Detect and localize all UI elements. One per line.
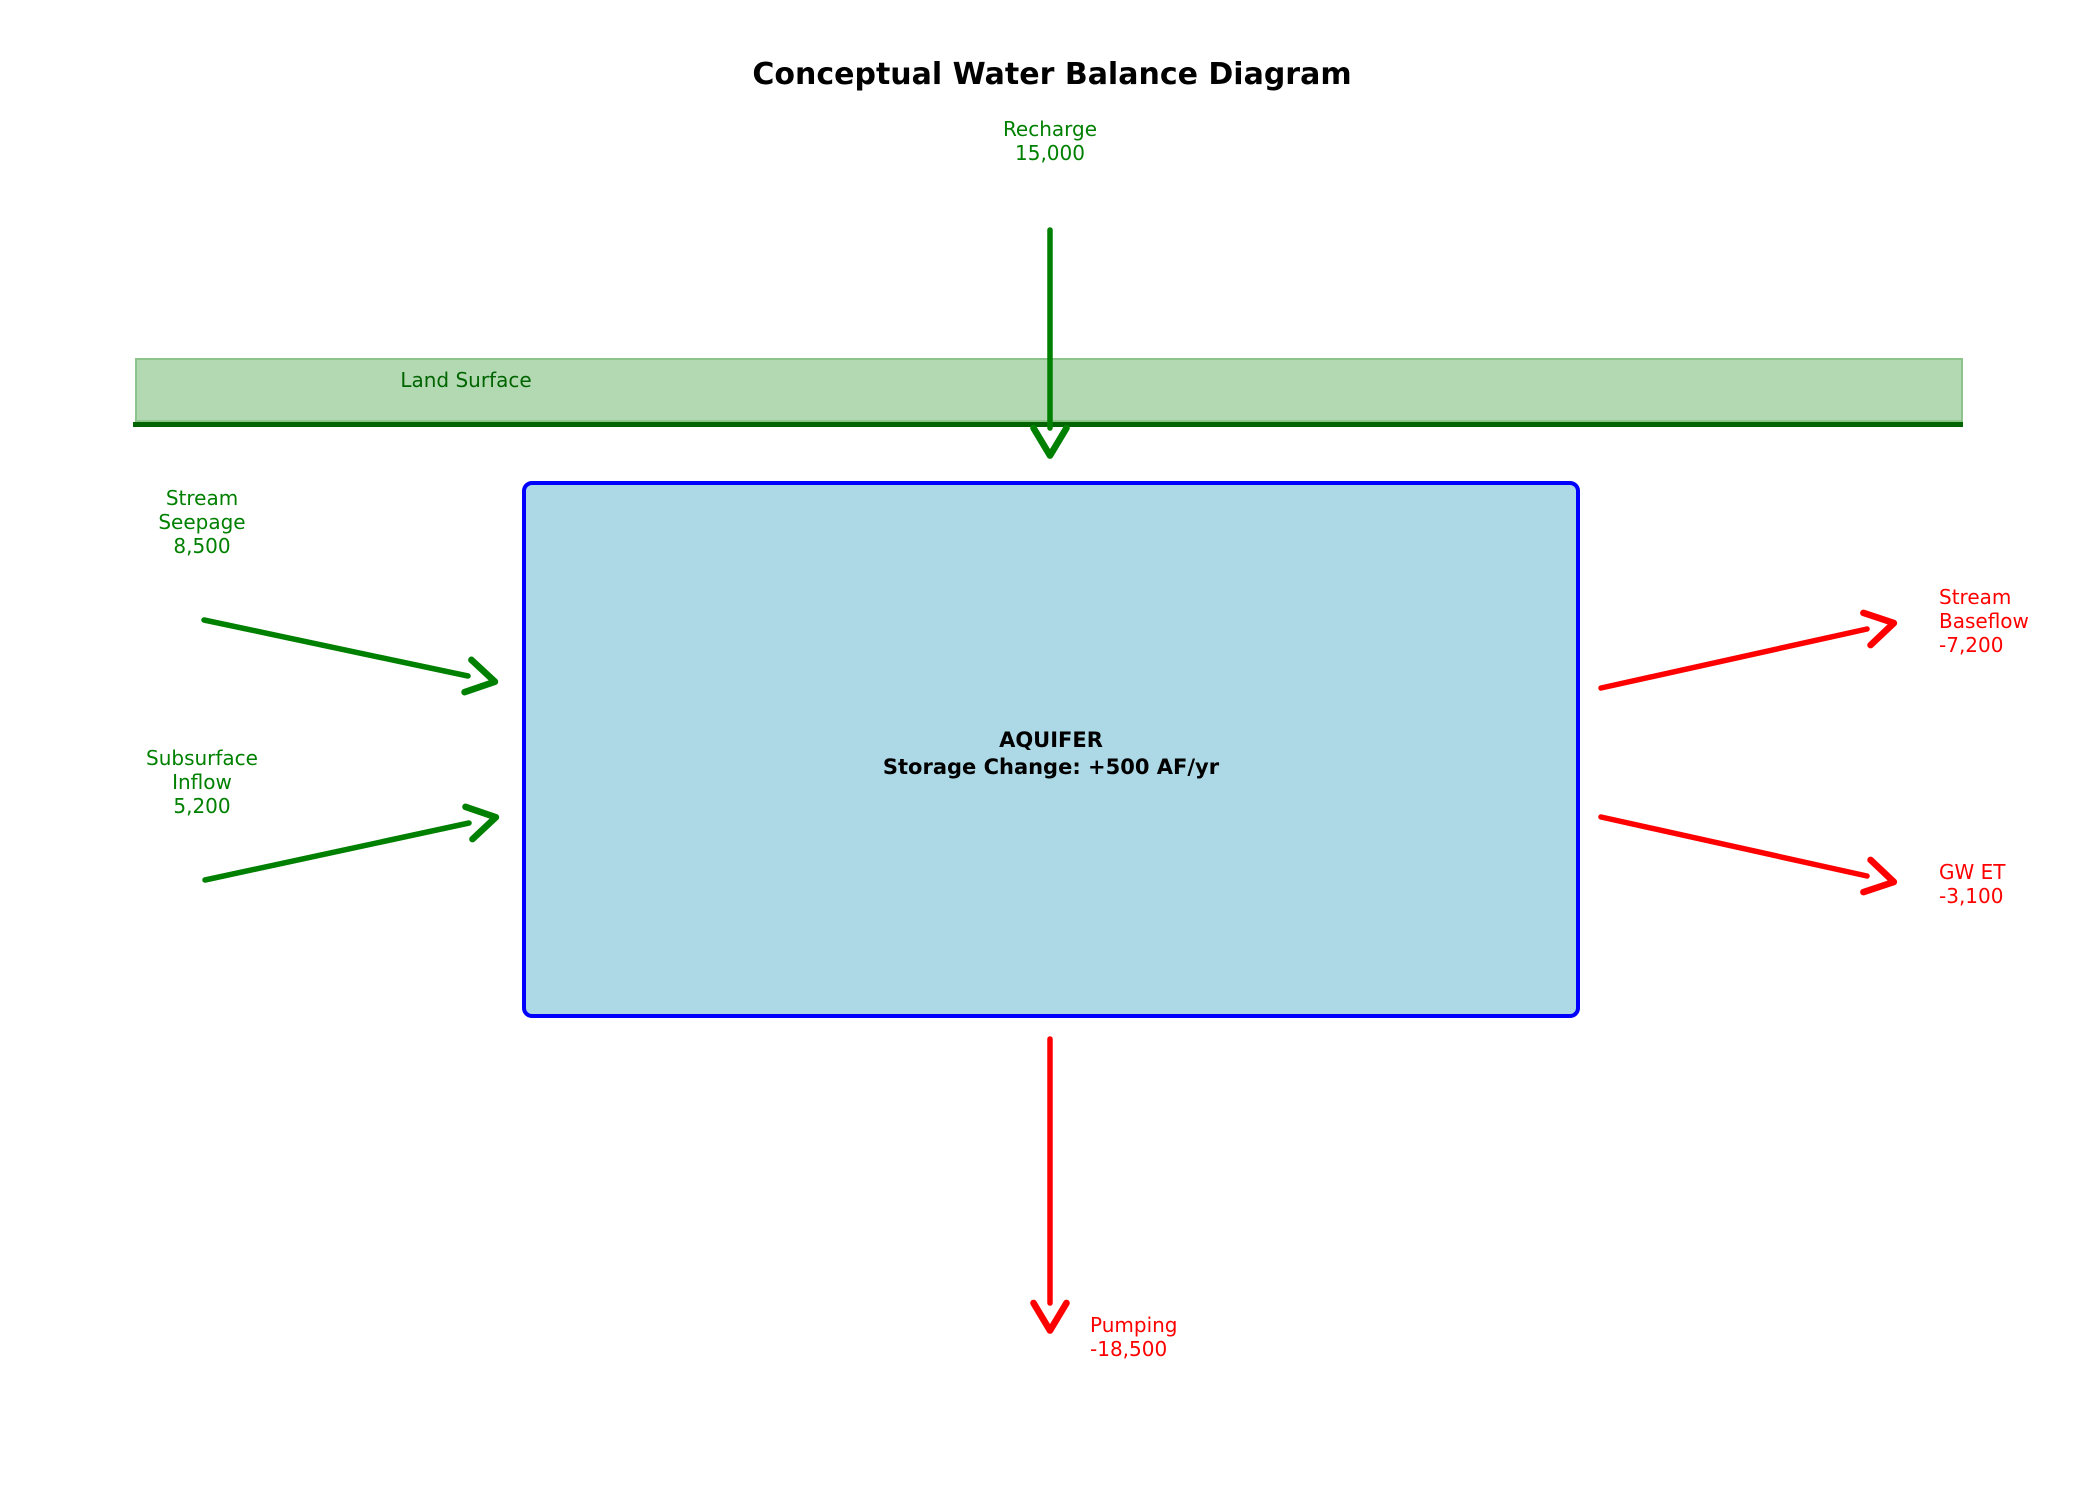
stream-seepage-line2: Seepage — [158, 510, 246, 534]
land-surface-label: Land Surface — [400, 368, 532, 392]
aquifer-storage-change: Storage Change: +500 AF/yr — [882, 755, 1220, 779]
aquifer-label: AQUIFER Storage Change: +500 AF/yr — [522, 727, 1580, 781]
pumping-value: -18,500 — [1090, 1337, 1168, 1361]
stream-baseflow-line2: Baseflow — [1939, 609, 2029, 633]
subsurface-inflow-line1: Subsurface — [146, 746, 258, 770]
subsurface-inflow-label: Subsurface Inflow 5,200 — [82, 746, 322, 818]
recharge-label: Recharge 15,000 — [950, 117, 1150, 165]
stream-baseflow-value: -7,200 — [1939, 633, 2004, 657]
stream-seepage-arrow — [201, 617, 499, 696]
gw-et-line1: GW ET — [1939, 860, 2006, 884]
diagram-title: Conceptual Water Balance Diagram — [752, 57, 1352, 92]
stream-baseflow-label: Stream Baseflow -7,200 — [1939, 585, 2100, 657]
land-surface-line — [133, 422, 1963, 427]
aquifer-box — [522, 481, 1580, 1018]
recharge-label-name: Recharge — [1002, 117, 1098, 141]
subsurface-inflow-value: 5,200 — [173, 794, 231, 818]
subsurface-inflow-line2: Inflow — [172, 770, 232, 794]
gw-et-arrow — [1598, 814, 1898, 896]
gw-et-label: GW ET -3,100 — [1939, 860, 2100, 908]
stream-seepage-label: Stream Seepage 8,500 — [82, 486, 322, 558]
stream-seepage-value: 8,500 — [173, 534, 231, 558]
gw-et-value: -3,100 — [1939, 884, 2004, 908]
pumping-label: Pumping -18,500 — [1090, 1313, 1310, 1361]
subsurface-inflow-arrow — [202, 803, 500, 883]
aquifer-name: AQUIFER — [999, 728, 1103, 752]
stream-seepage-line1: Stream — [165, 486, 239, 510]
recharge-label-value: 15,000 — [1015, 141, 1085, 165]
stream-baseflow-line1: Stream — [1939, 585, 2012, 609]
stream-baseflow-arrow — [1598, 609, 1898, 691]
pumping-line1: Pumping — [1090, 1313, 1178, 1337]
